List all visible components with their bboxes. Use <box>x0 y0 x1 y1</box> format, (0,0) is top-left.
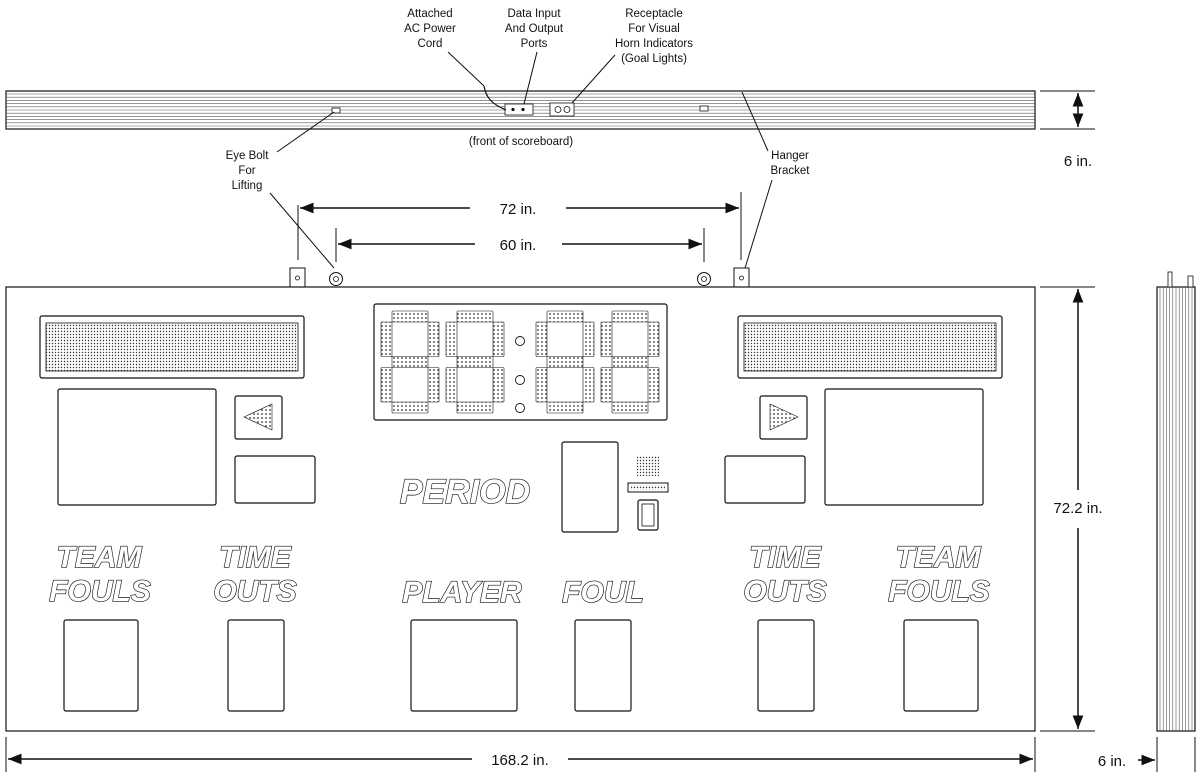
callout-data-ports: Data Input And Output Ports <box>505 8 564 50</box>
svg-text:For: For <box>238 165 255 177</box>
callout-eye-bolt: Eye Bolt For Lifting <box>226 150 270 192</box>
svg-text:AC Power: AC Power <box>404 23 456 35</box>
horn-receptacle-plate <box>549 102 575 117</box>
foul-label: FOUL <box>562 576 644 609</box>
power-cord <box>483 85 507 111</box>
right-team-fouls-label-line2: FOULS <box>888 575 990 608</box>
left-arrow-icon <box>243 403 273 431</box>
callout-horn-receptacle: Receptacle For Visual Horn Indicators (G… <box>615 8 693 65</box>
svg-text:And Output: And Output <box>505 23 564 35</box>
right-time-outs-label-line2: OUTS <box>743 575 826 608</box>
left-score-display <box>57 388 217 506</box>
period-label: PERIOD <box>400 473 530 511</box>
player-number-display <box>410 619 518 712</box>
depth-side-dimension: 6 in. <box>1098 753 1126 770</box>
player-label: PLAYER <box>402 576 522 609</box>
seven-segment-digit <box>600 310 660 414</box>
callout-hanger-bracket: Hanger Bracket <box>771 150 811 177</box>
left-time-outs-label-line2: OUTS <box>213 575 296 608</box>
svg-text:Ports: Ports <box>521 38 548 50</box>
left-team-fouls-display <box>63 619 139 712</box>
svg-text:Lifting: Lifting <box>232 180 263 192</box>
seven-segment-digit <box>445 310 505 414</box>
svg-text:Data Input: Data Input <box>507 8 561 20</box>
svg-text:Receptacle: Receptacle <box>625 8 683 20</box>
svg-text:Cord: Cord <box>418 38 443 50</box>
height-dimension: 72.2 in. <box>1053 500 1102 517</box>
left-time-outs-display <box>227 619 285 712</box>
left-bonus-display <box>234 455 316 504</box>
right-score-display <box>824 388 984 506</box>
left-time-outs-label-line1: TIME <box>219 541 292 574</box>
period-display <box>561 441 619 533</box>
svg-text:For Visual: For Visual <box>628 23 680 35</box>
left-team-fouls-label-line1: TEAM <box>57 541 143 574</box>
seven-segment-digit <box>380 310 440 414</box>
hanger-bracket-right <box>733 267 750 288</box>
right-time-outs-label-line1: TIME <box>749 541 822 574</box>
side-view <box>1156 271 1196 732</box>
top-view-stripes <box>6 93 1035 127</box>
svg-text:Hanger: Hanger <box>771 150 809 162</box>
width-dimension: 168.2 in. <box>491 752 549 769</box>
right-time-outs-display <box>757 619 815 712</box>
eye-bolt-right <box>697 272 711 286</box>
eye-bolt-right-top <box>699 105 709 112</box>
hanger-bracket-left <box>289 267 306 288</box>
callout-power-cord: Attached AC Power Cord <box>404 8 456 50</box>
svg-text:Attached: Attached <box>407 8 452 20</box>
svg-text:(Goal Lights): (Goal Lights) <box>621 53 687 65</box>
svg-text:Bracket: Bracket <box>771 165 811 177</box>
eye-bolt-left-top <box>331 107 341 114</box>
player-foul-display <box>574 619 632 712</box>
svg-text:Eye Bolt: Eye Bolt <box>226 150 270 162</box>
right-bonus-display <box>724 455 806 504</box>
svg-text:Horn Indicators: Horn Indicators <box>615 38 693 50</box>
top-view <box>5 85 1036 130</box>
eyebolt-span-dimension: 60 in. <box>500 237 537 254</box>
seven-segment-digit <box>535 310 595 414</box>
data-ports-plate <box>504 103 534 116</box>
depth-top-dimension: 6 in. <box>1064 153 1092 170</box>
horn-speaker-icon <box>637 456 659 476</box>
hanger-span-dimension: 72 in. <box>500 201 537 218</box>
eye-bolt-left <box>329 272 343 286</box>
right-arrow-icon <box>769 403 799 431</box>
right-team-fouls-label-line1: TEAM <box>896 541 982 574</box>
left-team-fouls-label-line2: FOULS <box>49 575 151 608</box>
front-of-scoreboard-note: (front of scoreboard) <box>469 136 573 148</box>
right-team-fouls-display <box>903 619 979 712</box>
